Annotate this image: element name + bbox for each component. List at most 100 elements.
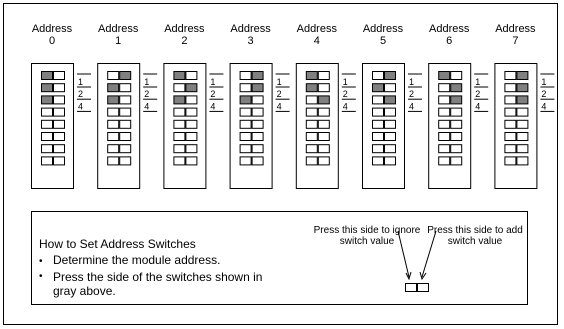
switch-right-half [53, 132, 65, 141]
ignore-side-hint: Press this side to ignore switch value [313, 225, 421, 247]
switch-right-half [516, 107, 529, 117]
weight-label-4: 4 [475, 101, 480, 111]
switch-right-half [317, 156, 330, 166]
switch-left-half [372, 107, 384, 117]
switch-left-half [372, 83, 384, 93]
switch-right-half [185, 144, 198, 154]
switch-left-half [107, 132, 120, 141]
ignore-arrow [397, 230, 410, 278]
switch-left-half [41, 83, 53, 93]
switch-left-half [372, 156, 384, 166]
weight-label-4: 4 [409, 101, 414, 111]
switch-left-half [173, 156, 186, 166]
switch-left-half [305, 156, 318, 166]
switch-right-half [317, 71, 330, 80]
switch-right-half [516, 83, 529, 93]
switch-right-half [185, 119, 198, 129]
address-word: Address [296, 23, 337, 35]
switch-left-half [504, 95, 517, 105]
switch-left-half [41, 107, 53, 117]
switch-left-half [173, 119, 186, 129]
weight-label-4: 4 [78, 101, 83, 111]
weight-label-1: 1 [210, 77, 215, 87]
switch-left-half [41, 119, 53, 129]
switch-right-half [317, 132, 330, 141]
weight-label-1: 1 [475, 77, 480, 87]
address-word: Address [164, 23, 205, 35]
switch-right-half [119, 119, 132, 129]
weight-label-2: 2 [409, 89, 414, 99]
switch-left-half [239, 107, 252, 117]
switch-right-half [119, 132, 132, 141]
address-word: Address [31, 23, 73, 35]
switch-right-half [251, 144, 264, 154]
switch-left-half [305, 144, 318, 154]
switch-left-half [239, 119, 252, 129]
switch-right-half [450, 95, 463, 105]
switch-left-half [438, 71, 451, 80]
switch-right-half [119, 107, 132, 117]
weight-label-4: 4 [343, 101, 348, 111]
switch-left-half [107, 107, 120, 117]
switch-right-half [450, 107, 463, 117]
address-word: Address [98, 23, 139, 35]
switch-right-half [53, 156, 65, 166]
switch-right-half [317, 107, 330, 117]
switch-left-half [239, 144, 252, 154]
add-arrowhead [419, 271, 427, 281]
switch-right-half [119, 95, 132, 105]
switch-right-half [317, 119, 330, 129]
switch-left-half [173, 107, 186, 117]
address-word: Address [230, 23, 271, 35]
bullet-icon: • [39, 271, 43, 282]
switch-right-half [450, 71, 463, 80]
address-number: 2 [181, 35, 188, 47]
switch-right-half [53, 107, 65, 117]
instruction-step-1: •Determine the module address. [39, 253, 220, 269]
switch-right-half [185, 71, 198, 80]
switch-left-half [239, 83, 252, 93]
switch-left-half [173, 71, 186, 80]
weight-label-2: 2 [78, 89, 83, 99]
switch-right-half [251, 119, 264, 129]
switch-right-half [384, 95, 396, 105]
switch-right-half [516, 144, 529, 154]
switch-right-half [450, 119, 463, 129]
address-number: 7 [512, 35, 519, 47]
switch-left-half [305, 107, 318, 117]
address-number: 6 [446, 35, 453, 47]
switch-right-half [450, 83, 463, 93]
weight-label-1: 1 [343, 77, 348, 87]
switch-right-half [384, 71, 396, 80]
switch-right-half [251, 156, 264, 166]
weight-label-1: 1 [277, 77, 282, 87]
switch-left-half [41, 144, 53, 154]
switch-right-half [516, 95, 529, 105]
weight-label-2: 2 [144, 89, 149, 99]
switch-left-half [239, 71, 252, 80]
switch-left-half [239, 132, 252, 141]
switch-left-half [41, 71, 53, 80]
switch-left-half [41, 95, 53, 105]
switch-left-half [438, 107, 451, 117]
switch-left-half [504, 71, 517, 80]
switch-left-half [173, 95, 186, 105]
switch-left-half [504, 83, 517, 93]
switch-right-half [384, 144, 396, 154]
instructions-box: How to Set Address Switches •Determine t… [31, 211, 528, 305]
instruction-step-1-text: Determine the module address. [53, 253, 221, 267]
instruction-step-2-text: Press the side of the switches shown in … [53, 270, 263, 298]
address-word: Address [429, 23, 470, 35]
switch-left-half [372, 119, 384, 129]
instruction-step-2: • Press the side of the switches shown in… [39, 270, 279, 298]
switch-left-half [305, 71, 318, 80]
switch-right-half [516, 119, 529, 129]
ignore-arrowhead [405, 271, 412, 281]
switch-right-half [251, 132, 264, 141]
